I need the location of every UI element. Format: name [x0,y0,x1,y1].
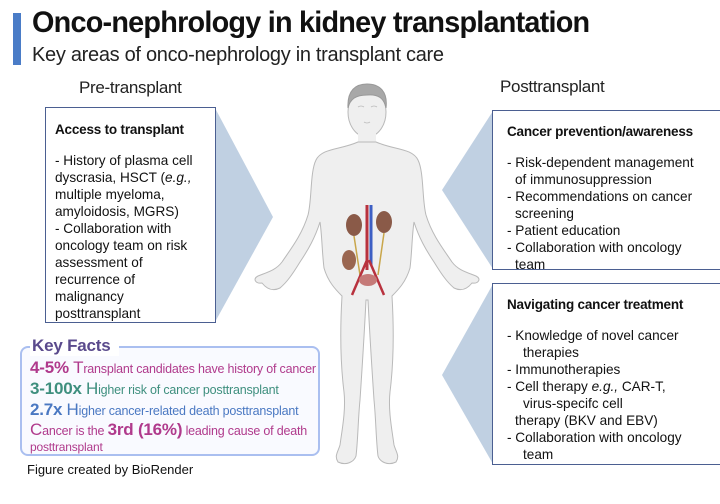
fact-2: 3-100x Higher risk of cancer posttranspl… [30,379,279,398]
native-kidney-right [376,211,392,233]
fact-3: 2.7x Higher cancer-related death posttra… [30,400,299,419]
box-title: Access to transplant [55,122,184,137]
face-features [357,105,378,124]
urinary-system [342,205,392,296]
body-silhouette [254,83,480,465]
access-to-transplant-box: Access to transplant - History of plasma… [45,107,216,323]
page-title: Onco-nephrology in kidney transplantatio… [32,6,590,39]
access-item-2: - Collaboration with oncology team on ri… [55,221,188,321]
navigating-cancer-treatment-box: Navigating cancer treatment - Knowledge … [492,283,720,465]
native-kidney-left [346,214,362,236]
list-item: - Cell therapy e.g., CAR-T, virus-specif… [507,379,666,428]
key-facts-panel [20,346,320,456]
wedge-pre-transplant [215,108,273,322]
page-subtitle: Key areas of onco-nephrology in transpla… [32,44,444,66]
access-item-1: - History of plasma cell dyscrasia, HSCT… [55,153,193,219]
box-title: Navigating cancer treatment [507,297,684,312]
list-item: - Immunotherapies [507,362,621,377]
box-title: Cancer prevention/awareness [507,124,693,139]
section-heading-posttransplant: Posttransplant [500,77,605,96]
bladder [359,274,377,286]
wedge-prevention [442,111,493,269]
wedge-treatment [442,284,493,464]
figure-credit: Figure created by BioRender [27,462,194,477]
transplanted-kidney [342,250,356,270]
cancer-prevention-box: Cancer prevention/awareness - Risk-depen… [492,110,720,272]
list-item: - Patient education [507,223,621,238]
key-facts-title: Key Facts [30,336,119,356]
section-heading-pre-transplant: Pre-transplant [79,78,182,97]
fact-4: Cancer is the 3rd (16%) leading cause of… [30,420,307,439]
fact-1: 4-5% Transplant candidates have history … [30,358,316,377]
fact-4-continued: posttransplant [30,440,103,454]
title-accent-bar [13,13,21,65]
